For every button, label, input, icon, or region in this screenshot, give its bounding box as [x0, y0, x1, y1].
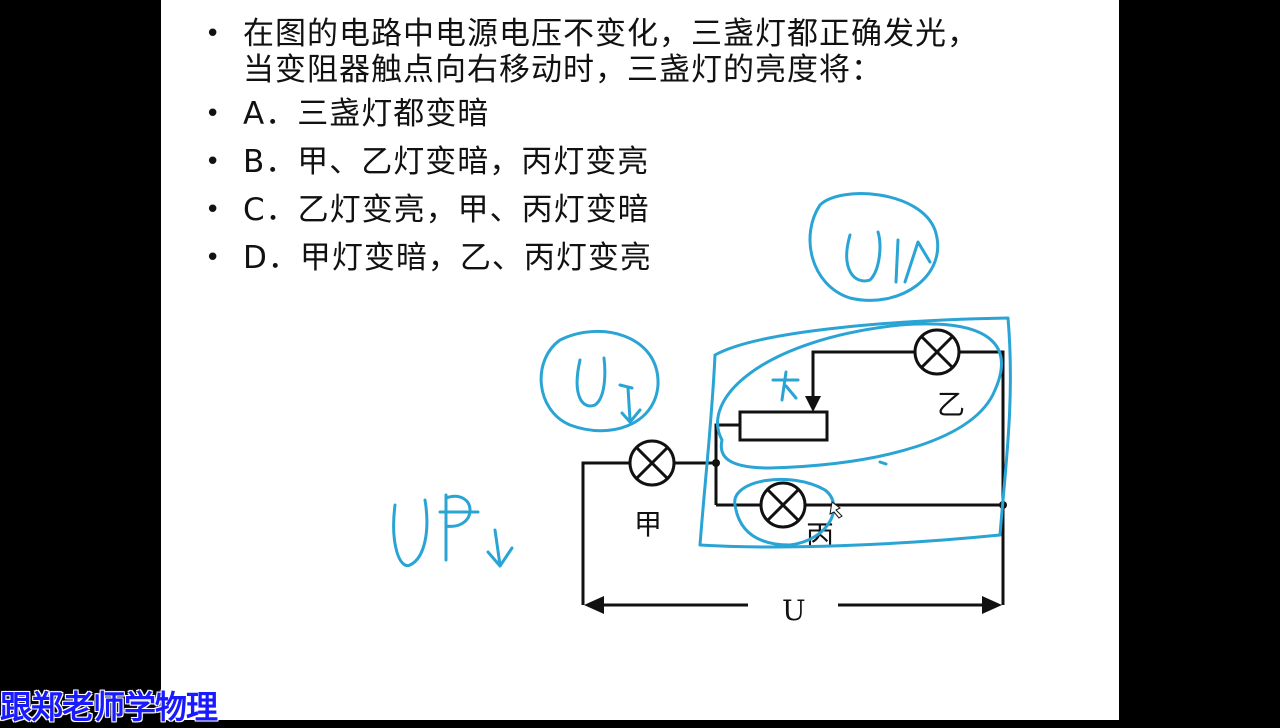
option-c-label: C．乙灯变亮，甲、丙灯变暗 — [243, 192, 650, 228]
voltage-arrow — [584, 596, 1002, 614]
slider-arrow — [805, 396, 821, 412]
bullet-list: • 在图的电路中电源电压不变化，三盏灯都正确发光， 当变阻器触点向右移动时，三盏… — [201, 16, 1101, 288]
option-b-label: B．甲、乙灯变暗，丙灯变亮 — [243, 144, 650, 180]
pointer-icon — [829, 501, 843, 519]
watermark: 跟郑老师学物理 — [0, 688, 218, 726]
bullet-dot: • — [205, 195, 222, 225]
bullet-dot: • — [205, 147, 222, 177]
slide: • 在图的电路中电源电压不变化，三盏灯都正确发光， 当变阻器触点向右移动时，三盏… — [161, 0, 1119, 720]
option-c: • C．乙灯变亮，甲、丙灯变暗 — [201, 192, 1101, 228]
question-item: • 在图的电路中电源电压不变化，三盏灯都正确发光， 当变阻器触点向右移动时，三盏… — [201, 16, 1101, 88]
question-line-1: 在图的电路中电源电压不变化，三盏灯都正确发光， — [243, 16, 979, 52]
option-a: • A．三盏灯都变暗 — [201, 96, 1101, 132]
option-d-label: D．甲灯变暗，乙、丙灯变亮 — [243, 240, 652, 276]
junction-dot — [712, 459, 720, 467]
bullet-dot: • — [205, 99, 222, 129]
option-b: • B．甲、乙灯变暗，丙灯变亮 — [201, 144, 1101, 180]
lamp-bing — [759, 481, 807, 529]
rheostat — [738, 410, 829, 442]
voltage-label: U — [782, 594, 806, 627]
bullet-dot: • — [205, 243, 222, 273]
lamp-yi — [913, 328, 961, 376]
bullet-dot: • — [205, 19, 222, 49]
option-d: • D．甲灯变暗，乙、丙灯变亮 — [201, 240, 1101, 276]
lamp-jia — [628, 439, 676, 487]
lamp-yi-label: 乙 — [937, 388, 965, 421]
handwritten-annotations — [392, 192, 1012, 568]
option-a-label: A．三盏灯都变暗 — [243, 96, 490, 132]
question-line-2: 当变阻器触点向右移动时，三盏灯的亮度将： — [243, 52, 883, 88]
lamp-jia-label: 甲 — [634, 508, 662, 541]
